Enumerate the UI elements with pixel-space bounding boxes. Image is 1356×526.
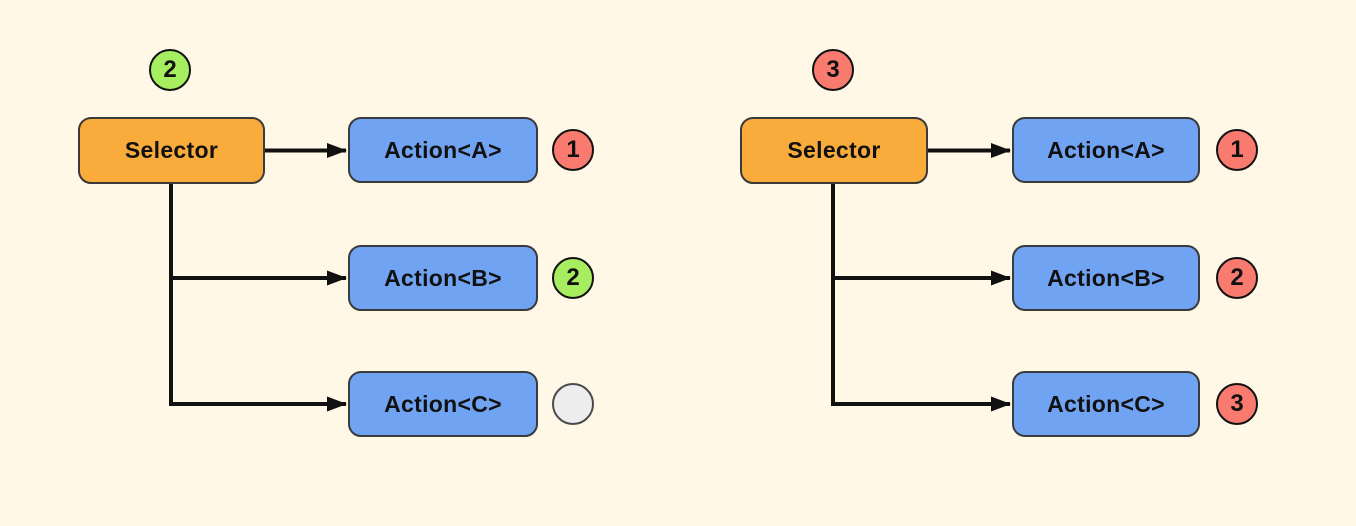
- left-action-c-status-badge: [552, 383, 594, 425]
- right-action-c-status-badge: 3: [1216, 383, 1258, 425]
- right-action-b-node: Action<B>: [1012, 245, 1200, 311]
- left-action-c-node: Action<C>: [348, 371, 538, 437]
- right-action-b-status-badge: 2: [1216, 257, 1258, 299]
- right-action-c-node: Action<C>: [1012, 371, 1200, 437]
- left-action-a-status-badge: 1: [552, 129, 594, 171]
- left-selector-node: Selector: [78, 117, 265, 184]
- right-selector-node: Selector: [740, 117, 928, 184]
- left-selector-status-badge: 2: [149, 49, 191, 91]
- left-action-b-status-badge: 2: [552, 257, 594, 299]
- left-action-b-node: Action<B>: [348, 245, 538, 311]
- right-selector-status-badge: 3: [812, 49, 854, 91]
- right-action-a-status-badge: 1: [1216, 129, 1258, 171]
- left-action-a-node: Action<A>: [348, 117, 538, 183]
- right-action-a-node: Action<A>: [1012, 117, 1200, 183]
